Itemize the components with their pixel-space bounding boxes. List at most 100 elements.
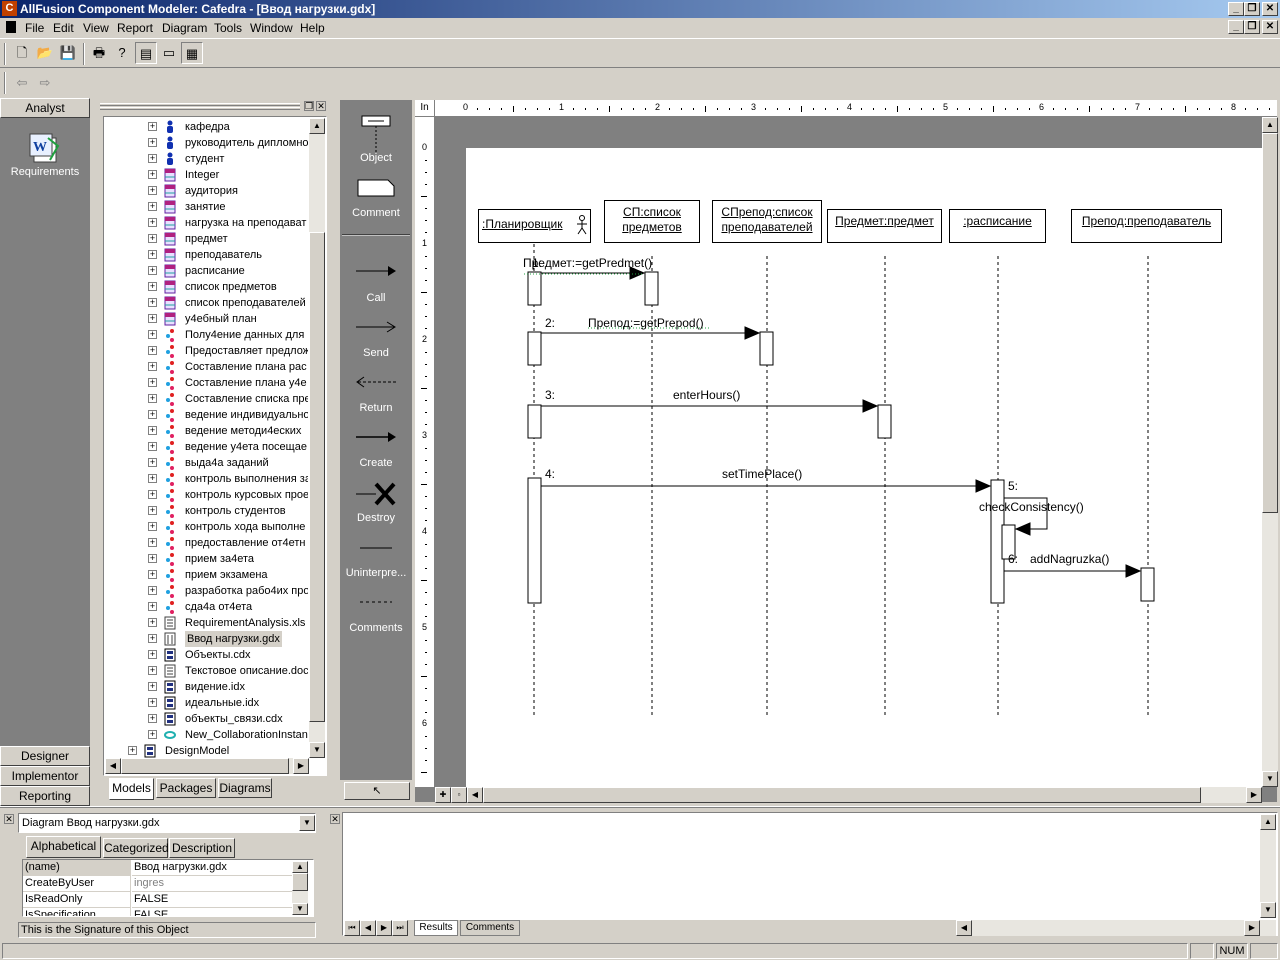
expand-plus-icon[interactable]: + (148, 313, 157, 323)
message-number-4[interactable]: 4: (545, 467, 556, 481)
mdi-minimize-button[interactable]: _ (1228, 20, 1244, 34)
expand-plus-icon[interactable]: + (148, 697, 157, 707)
diagram-scroll-right-icon[interactable]: ▶ (1246, 787, 1262, 803)
minimize-button[interactable]: _ (1228, 2, 1244, 16)
scroll-down-arrow-icon[interactable]: ▼ (309, 742, 325, 758)
tree-item[interactable]: +предоставление от4етн (104, 535, 308, 551)
tree-item[interactable]: +предмет (104, 231, 308, 247)
ruler-unit[interactable]: In (415, 100, 435, 117)
call-tool-label[interactable]: Call (366, 292, 386, 304)
tab-alphabetical[interactable]: Alphabetical (26, 836, 101, 858)
output-scroll-left-icon[interactable]: ◀ (956, 920, 972, 936)
title-bar[interactable]: C AllFusion Component Modeler: Cafedra -… (0, 0, 1280, 18)
tree-item[interactable]: +занятие (104, 199, 308, 215)
comments-dashed-line-icon[interactable] (354, 594, 398, 610)
tree-horizontal-scrollbar[interactable]: ◀ ▶ (105, 758, 309, 774)
message-number-2[interactable]: 2: (545, 316, 556, 330)
tree-item[interactable]: +Предоставляет предлож (104, 343, 308, 359)
expand-plus-icon[interactable]: + (148, 537, 157, 547)
tree-item[interactable]: +разработка рабо4их про (104, 583, 308, 599)
zoom-in-icon[interactable]: ✚ (435, 787, 451, 803)
help-icon[interactable]: ? (118, 45, 126, 60)
requirements-label[interactable]: Requirements (10, 166, 80, 178)
tree-item[interactable]: +видение.idx (104, 679, 308, 695)
output-vertical-scrollbar[interactable]: ▲ ▼ (1260, 814, 1276, 918)
properties-close-icon[interactable]: ✕ (4, 814, 14, 824)
property-name[interactable]: IsReadOnly (23, 892, 131, 908)
tab-comments[interactable]: Comments (460, 920, 520, 936)
menu-file[interactable]: File (25, 21, 45, 35)
activation-planner-1[interactable] (527, 271, 542, 306)
uninterpreted-tool-label[interactable]: Uninterpre... (345, 567, 407, 579)
expand-plus-icon[interactable]: + (148, 425, 157, 435)
output-scroll-down-icon[interactable]: ▼ (1260, 902, 1276, 918)
expand-plus-icon[interactable]: + (148, 409, 157, 419)
mdi-close-button[interactable]: ✕ (1262, 20, 1278, 34)
tab-diagrams[interactable]: Diagrams (218, 778, 272, 798)
analyst-button[interactable]: Analyst (0, 98, 90, 118)
activation-schedule-self[interactable] (1001, 524, 1016, 560)
message-label-3[interactable]: enterHours() (673, 388, 741, 402)
expand-plus-icon[interactable]: + (148, 617, 157, 627)
tree-scroll-thumb[interactable] (309, 232, 325, 722)
tree-item[interactable]: +студент (104, 151, 308, 167)
restore-button[interactable]: ❐ (1244, 2, 1260, 16)
reporting-button[interactable]: Reporting (0, 786, 90, 806)
zoom-out-icon[interactable]: ▫ (451, 787, 467, 803)
prev-tab-icon[interactable]: ◀ (360, 920, 376, 936)
expand-plus-icon[interactable]: + (148, 297, 157, 307)
property-value[interactable]: FALSE (132, 892, 292, 908)
message-number-3[interactable]: 3: (545, 388, 556, 402)
tree-item[interactable]: +Integer (104, 167, 308, 183)
forward-arrow-icon[interactable]: ⇨ (39, 75, 51, 90)
diagram-vscroll-thumb[interactable] (1262, 133, 1278, 513)
return-arrow-icon[interactable] (354, 373, 398, 391)
property-name[interactable]: (name) (23, 860, 131, 876)
output-scroll-up-icon[interactable]: ▲ (1260, 814, 1276, 830)
message-number-5[interactable]: 5: (1008, 479, 1019, 493)
menu-help[interactable]: Help (300, 21, 325, 35)
tree-item[interactable]: +преподаватель (104, 247, 308, 263)
property-name[interactable]: CreateByUser (23, 876, 131, 892)
tree-vertical-scrollbar[interactable]: ▲ ▼ (309, 118, 325, 758)
output-close-icon[interactable]: ✕ (330, 814, 340, 824)
expand-plus-icon[interactable]: + (148, 121, 157, 131)
expand-plus-icon[interactable]: + (148, 569, 157, 579)
expand-plus-icon[interactable]: + (148, 457, 157, 467)
diagram-vertical-scrollbar[interactable]: ▲ ▼ (1262, 117, 1278, 787)
layout-grid-icon[interactable]: ▦ (181, 42, 203, 64)
object-selector-dropdown[interactable]: Diagram Ввод нагрузки.gdx ▼ (18, 813, 316, 833)
destroy-tool-label[interactable]: Destroy (357, 512, 395, 524)
new-icon[interactable]: 🗋 (16, 45, 28, 60)
last-tab-icon[interactable]: ⏭ (392, 920, 408, 936)
tab-description[interactable]: Description (169, 838, 235, 858)
scroll-right-arrow-icon[interactable]: ▶ (293, 758, 309, 774)
first-tab-icon[interactable]: ⏮ (344, 920, 360, 936)
property-scroll-up-icon[interactable]: ▲ (292, 861, 308, 873)
back-arrow-icon[interactable]: ⇦ (16, 75, 28, 90)
tree-item[interactable]: +Объекты.cdx (104, 647, 308, 663)
message-label-2[interactable]: Препод:=getPrepod() (588, 316, 704, 330)
app-icon[interactable]: C (2, 1, 17, 16)
menu-window[interactable]: Window (250, 21, 293, 35)
expand-plus-icon[interactable]: + (148, 217, 157, 227)
activation-planner-3[interactable] (527, 404, 542, 439)
tab-categorized[interactable]: Categorized (103, 838, 169, 858)
tree-item[interactable]: +список преподавателей (104, 295, 308, 311)
property-scrollbar[interactable]: ▲ ▼ (292, 861, 308, 915)
diagram-horizontal-scrollbar[interactable]: ✚ ▫ ◀ ▶ (435, 787, 1262, 803)
tree-item[interactable]: +расписание (104, 263, 308, 279)
save-icon[interactable]: 💾 (59, 45, 77, 60)
tree-item[interactable]: +контроль курсовых прое (104, 487, 308, 503)
diagram-hscroll-thumb[interactable] (483, 787, 1201, 803)
tree-item[interactable]: +выда4а заданий (104, 455, 308, 471)
tab-results[interactable]: Results (414, 920, 458, 936)
explorer-grip[interactable]: ❐ ✕ (100, 100, 330, 114)
explorer-restore-icon[interactable]: ❐ (304, 101, 314, 111)
designer-button[interactable]: Designer (0, 746, 90, 766)
tree-item[interactable]: +Составление плана рас (104, 359, 308, 375)
object-planner[interactable]: :Планировщик (478, 209, 591, 243)
expand-plus-icon[interactable]: + (148, 153, 157, 163)
expand-plus-icon[interactable]: + (148, 585, 157, 595)
mdi-restore-button[interactable]: ❐ (1244, 20, 1260, 34)
